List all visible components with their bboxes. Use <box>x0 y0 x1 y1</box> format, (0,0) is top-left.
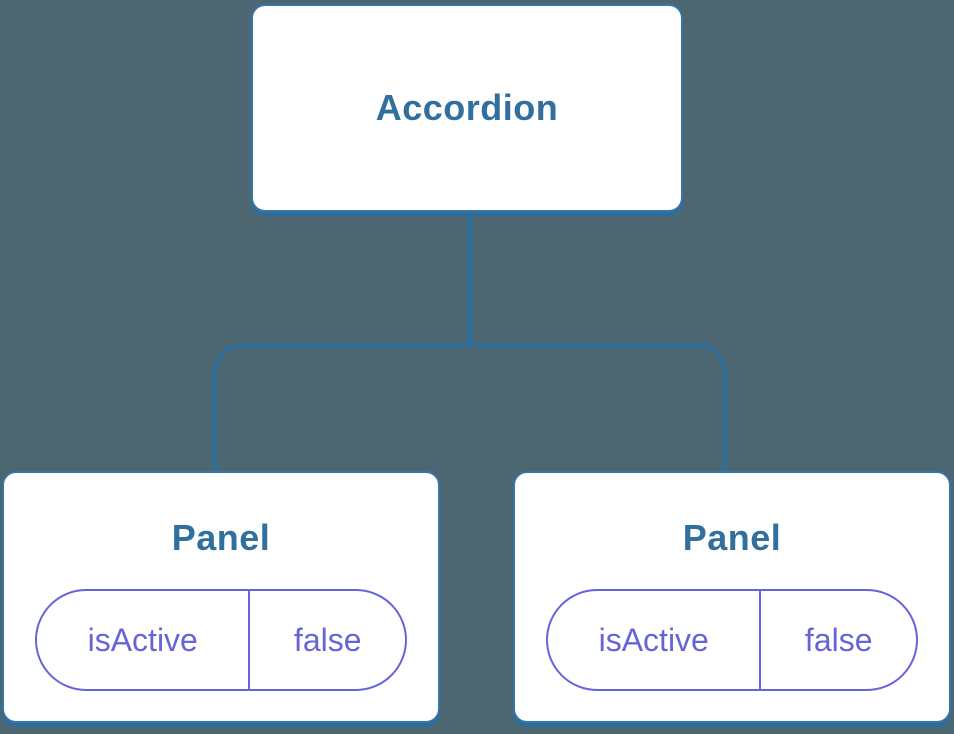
state-key: isActive <box>548 591 762 689</box>
state-pill: isActive false <box>35 589 407 691</box>
state-value: false <box>804 621 873 658</box>
component-label: Accordion <box>375 87 559 128</box>
tree-connector-bracket <box>213 343 727 472</box>
state-pill: isActive false <box>546 589 918 691</box>
tree-connector-stem <box>467 212 472 345</box>
component-label: Panel <box>171 517 271 558</box>
state-key: isActive <box>37 591 251 689</box>
component-node-accordion: Accordion <box>251 4 683 212</box>
component-node-panel-left: Panel isActive false <box>2 471 440 723</box>
component-node-panel-right: Panel isActive false <box>513 471 951 723</box>
state-value: false <box>293 621 362 658</box>
component-label: Panel <box>682 517 782 558</box>
